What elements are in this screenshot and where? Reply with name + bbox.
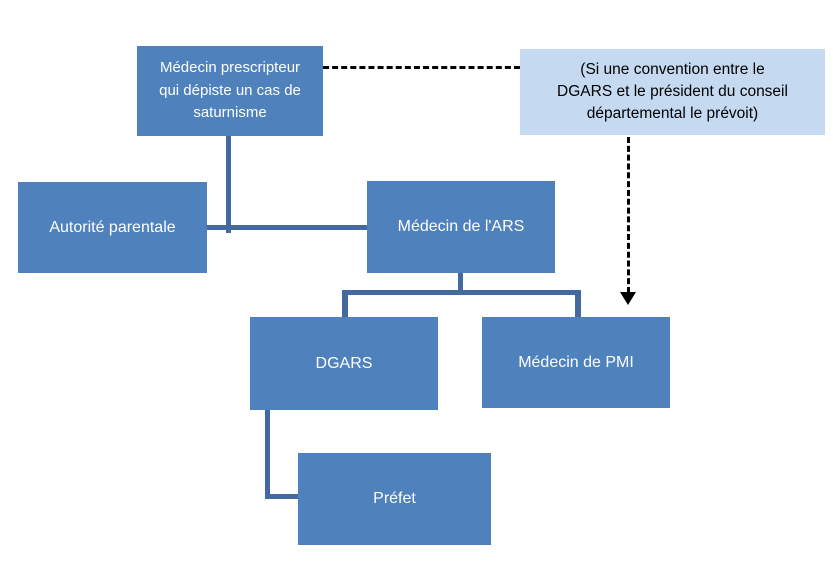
connector-branch-drop-dgars: [342, 290, 348, 317]
box-medecin-ars: Médecin de l'ARS: [367, 181, 555, 273]
connector-dgars-prefet-horizontal: [265, 494, 298, 499]
box-convention-note-label: (Si une convention entre le DGARS et le …: [557, 61, 788, 122]
dashed-link-prescripteur-convention: [323, 66, 520, 69]
box-dgars: DGARS: [250, 317, 438, 410]
box-convention-note: (Si une convention entre le DGARS et le …: [520, 49, 825, 135]
box-medecin-ars-label: Médecin de l'ARS: [397, 218, 525, 235]
box-medecin-pmi-label: Médecin de PMI: [518, 353, 634, 371]
box-dgars-label: DGARS: [315, 354, 373, 372]
box-autorite-parentale-label: Autorité parentale: [49, 218, 176, 236]
box-medecin-pmi: Médecin de PMI: [482, 317, 670, 408]
arrowhead-down-icon: [620, 292, 636, 305]
box-medecin-prescripteur-label: Médecin prescripteur qui dépiste un cas …: [159, 59, 301, 122]
connector-branch-horizontal: [342, 290, 581, 295]
box-prefet: Préfet: [298, 453, 491, 545]
connector-prescripteur-down: [226, 136, 231, 233]
box-prefet-label: Préfet: [373, 490, 416, 507]
connector-autorite-ars: [207, 225, 367, 230]
connector-branch-drop-pmi: [575, 290, 581, 317]
connector-dgars-prefet-vertical: [265, 408, 270, 499]
box-autorite-parentale: Autorité parentale: [18, 182, 207, 273]
dashed-arrow-convention-pmi-line: [627, 137, 630, 293]
box-medecin-prescripteur: Médecin prescripteur qui dépiste un cas …: [137, 46, 323, 136]
connector-ars-down-stem: [458, 273, 463, 295]
